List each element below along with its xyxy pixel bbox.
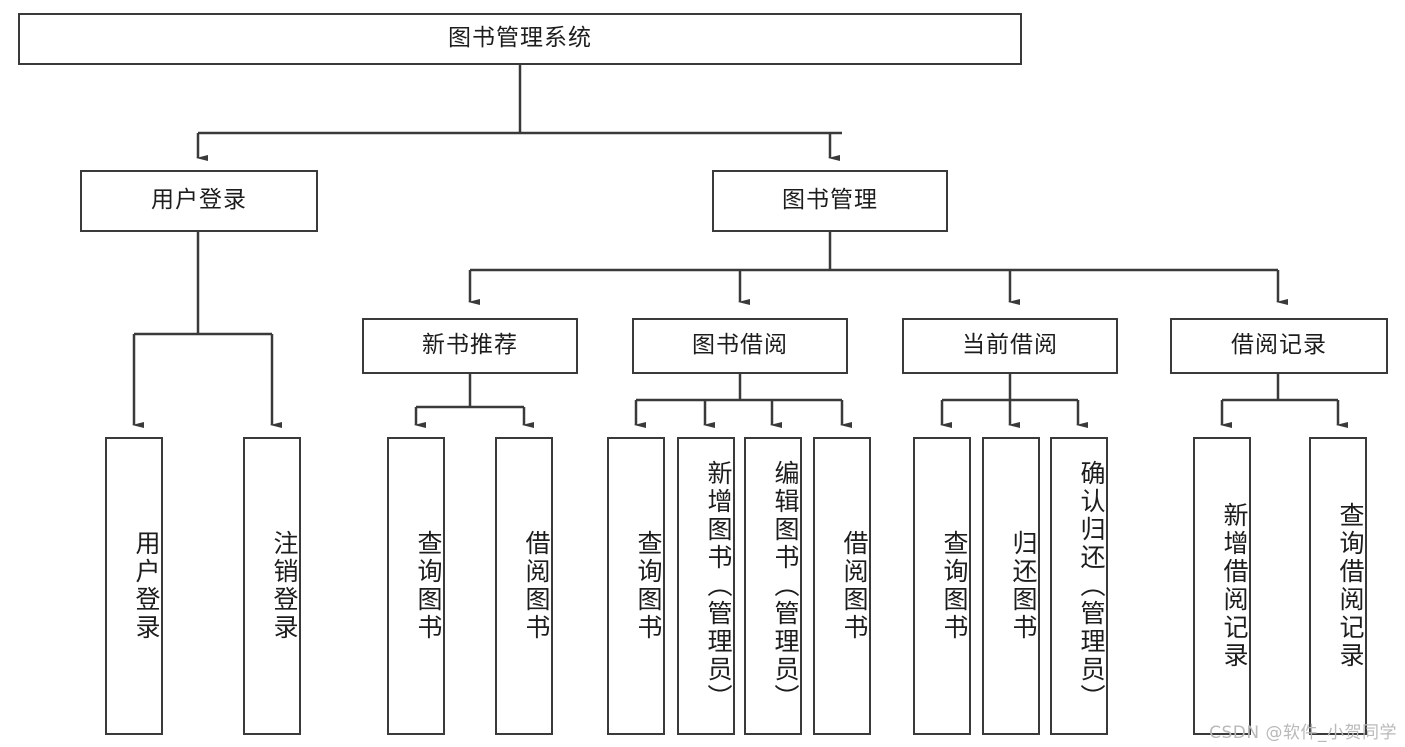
node-new-book-recommend[interactable]: 新书推荐 — [362, 318, 578, 374]
node-leaf-logout-login-label: 注销登录 — [270, 530, 299, 642]
node-leaf-logout-login[interactable]: 注销登录 — [243, 437, 301, 735]
node-new-book-recommend-label: 新书推荐 — [422, 332, 518, 359]
node-leaf-borrow-book-1[interactable]: 借阅图书 — [495, 437, 553, 735]
node-leaf-borrow-book-2-label: 借阅图书 — [840, 530, 869, 642]
node-leaf-query-book-3-label: 查询图书 — [940, 530, 969, 642]
node-leaf-confirm-return-admin-label: 确认归还（管理员） — [1077, 460, 1106, 712]
node-leaf-query-book-2[interactable]: 查询图书 — [607, 437, 665, 735]
node-current-borrow-label: 当前借阅 — [962, 332, 1058, 359]
node-leaf-return-book-label: 归还图书 — [1009, 530, 1038, 642]
node-leaf-edit-book-admin-label: 编辑图书（管理员） — [771, 460, 800, 712]
node-leaf-return-book[interactable]: 归还图书 — [982, 437, 1040, 735]
node-leaf-confirm-return-admin[interactable]: 确认归还（管理员） — [1050, 437, 1108, 735]
node-book-borrow[interactable]: 图书借阅 — [632, 318, 848, 374]
node-book-manage-label: 图书管理 — [782, 187, 878, 214]
node-leaf-query-borrow-record[interactable]: 查询借阅记录 — [1309, 437, 1367, 735]
node-leaf-add-borrow-record-label: 新增借阅记录 — [1220, 502, 1249, 670]
node-leaf-user-login[interactable]: 用户登录 — [105, 437, 163, 735]
node-leaf-query-borrow-record-label: 查询借阅记录 — [1336, 502, 1365, 670]
node-leaf-query-book-3[interactable]: 查询图书 — [913, 437, 971, 735]
node-leaf-add-borrow-record[interactable]: 新增借阅记录 — [1193, 437, 1251, 735]
node-leaf-user-login-label: 用户登录 — [132, 530, 161, 642]
node-user-login[interactable]: 用户登录 — [80, 170, 318, 232]
node-current-borrow[interactable]: 当前借阅 — [902, 318, 1118, 374]
node-leaf-borrow-book-1-label: 借阅图书 — [522, 530, 551, 642]
node-leaf-add-book-admin[interactable]: 新增图书（管理员） — [677, 437, 735, 735]
node-book-borrow-label: 图书借阅 — [692, 332, 788, 359]
node-leaf-query-book-1[interactable]: 查询图书 — [387, 437, 445, 735]
node-leaf-query-book-1-label: 查询图书 — [414, 530, 443, 642]
node-leaf-query-book-2-label: 查询图书 — [634, 530, 663, 642]
node-borrow-record-label: 借阅记录 — [1231, 332, 1327, 359]
node-root[interactable]: 图书管理系统 — [18, 13, 1022, 65]
csdn-watermark: CSDN @软件_小贺同学 — [1209, 723, 1397, 743]
node-root-label: 图书管理系统 — [448, 25, 592, 52]
node-user-login-label: 用户登录 — [151, 187, 247, 214]
node-leaf-borrow-book-2[interactable]: 借阅图书 — [813, 437, 871, 735]
node-leaf-edit-book-admin[interactable]: 编辑图书（管理员） — [744, 437, 802, 735]
node-book-manage[interactable]: 图书管理 — [712, 170, 948, 232]
node-leaf-add-book-admin-label: 新增图书（管理员） — [704, 460, 733, 712]
node-borrow-record[interactable]: 借阅记录 — [1170, 318, 1388, 374]
